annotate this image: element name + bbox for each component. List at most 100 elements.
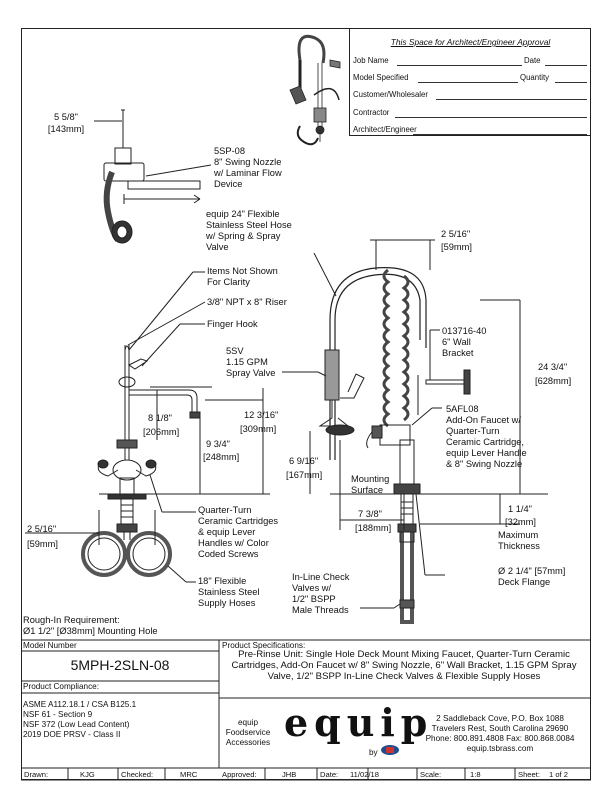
date-line (545, 65, 587, 66)
cartridges-2: Ceramic Cartridges (198, 516, 279, 526)
top-dim: 5 5/8" (54, 112, 78, 122)
address-1: 2 Saddleback Cove, P.O. Box 1088 (436, 714, 564, 723)
customer-line (436, 99, 587, 100)
checked-label: Checked: (121, 770, 154, 779)
addon-5: equip Lever Handle (446, 448, 527, 458)
scale-label: Scale: (420, 770, 442, 779)
max-thickness-2: Thickness (498, 541, 540, 551)
spray-valve-1: 5SV (226, 346, 244, 356)
swing-nozzle-4: Device (214, 179, 243, 189)
items-not-shown-1: Items Not Shown (207, 266, 278, 276)
cartridges-3: & equip Lever (198, 527, 256, 537)
dim-6-9-16-mm: [167mm] (286, 470, 323, 480)
model-number-label: Model Number (23, 641, 77, 650)
wall-bracket-3: Bracket (442, 348, 474, 358)
dim-1-1-4: 1 1/4" (508, 504, 532, 514)
hose-1: equip 24" Flexible (206, 209, 280, 219)
addon-4: Ceramic Cartridge, (446, 437, 525, 447)
right-width-dim: 2 5/16" (441, 229, 471, 239)
swing-nozzle-3: w/ Laminar Flow (214, 168, 282, 178)
dim-8-1-8: 8 1/8" (148, 413, 172, 423)
dim-7-3-8-mm: [188mm] (355, 523, 392, 533)
addon-3: Quarter-Turn (446, 426, 500, 436)
compliance-4: 2019 DOE PRSV - Class II (23, 730, 121, 739)
dim-1-1-4-mm: [32mm] (505, 517, 536, 527)
sheet-label: Sheet: (518, 770, 540, 779)
compliance-label: Product Compliance: (23, 682, 99, 691)
left-elevation (25, 271, 270, 583)
dim-7-3-8: 7 3/8" (358, 509, 382, 519)
drawn-label: Drawn: (24, 770, 49, 779)
right-width-dim-mm: [59mm] (441, 242, 472, 252)
supply-hoses-2: Stainless Steel (198, 587, 260, 597)
approval-title: This Space for Architect/Engineer Approv… (390, 37, 551, 47)
compliance-3: NSF 372 (Low Lead Content) (23, 720, 130, 729)
brand-tagline-1: equip (237, 718, 259, 727)
isometric-thumb (289, 34, 341, 146)
finger-hook-callout: Finger Hook (207, 319, 258, 329)
checked-value: MRC (180, 770, 198, 779)
date-label-tb: Date: (320, 770, 339, 779)
quantity-line (555, 82, 587, 83)
dim-8-1-8-mm: [206mm] (143, 427, 180, 437)
right-elevation (282, 239, 548, 624)
quantity-label: Quantity (520, 73, 550, 82)
specs-text: Pre-Rinse Unit: Single Hole Deck Mount M… (231, 649, 577, 682)
drawn-value: KJG (80, 770, 95, 779)
approved-label: Approved: (222, 770, 257, 779)
dim-12: 12 3/16" (244, 410, 279, 420)
model-number: 5MPH-2SLN-08 (70, 657, 170, 673)
specs-label: Product Specifications: (222, 641, 306, 650)
compliance-1: ASME A112.18.1 / CSA B125.1 (23, 700, 137, 709)
top-dim-mm: [143mm] (47, 124, 85, 134)
dim-12-mm: [309mm] (240, 424, 277, 434)
check-valves-2: Valves w/ (292, 583, 332, 593)
brand-tagline-3: Accessories (225, 738, 271, 747)
riser-callout: 3/8" NPT x 8" Riser (207, 297, 287, 307)
address-2: Travelers Rest, South Carolina 29690 (431, 724, 569, 733)
model-specified-label: Model Specified (353, 73, 409, 82)
model-specified-line (418, 82, 518, 83)
contractor-line (395, 117, 587, 118)
address-4: equip.tsbrass.com (466, 744, 534, 753)
addon-1: 5AFL08 (446, 404, 479, 414)
spray-valve-2: 1.15 GPM (226, 357, 268, 367)
check-valves-3: 1/2" BSPP (292, 594, 336, 604)
job-name-label: Job Name (353, 56, 389, 65)
brand-tagline-2: Foodservice (225, 728, 271, 737)
addon-6: & 8" Swing Nozzle (446, 459, 523, 469)
max-thickness-1: Maximum (498, 530, 539, 540)
wall-bracket-2: 6" Wall (442, 337, 471, 347)
address-3: Phone: 800.891.4808 Fax: 800.868.0084 (425, 734, 575, 743)
height-24: 24 3/4" (538, 362, 568, 372)
height-24-mm: [628mm] (535, 376, 572, 386)
hose-3: w/ Spring & Spray (206, 231, 281, 241)
architect-label: Architect/Engineer (353, 125, 417, 134)
cartridges-4: Handles w/ Color (198, 538, 269, 548)
contractor-label: Contractor (353, 108, 390, 117)
rough-in-1: Rough-In Requirement: (23, 615, 120, 625)
left-width-dim-mm: [59mm] (27, 539, 58, 549)
hose-4: Valve (206, 242, 229, 252)
logo-by: by (369, 748, 378, 757)
cartridges-5: Coded Screws (198, 549, 259, 559)
mounting-surface-2: Surface (351, 485, 384, 495)
scale-value: 1:8 (470, 770, 481, 779)
hose-2: Stainless Steel Hose (206, 220, 292, 230)
date-value: 11/02/18 (350, 770, 379, 779)
deck-flange-2: Deck Flange (498, 577, 551, 587)
cartridges-1: Quarter-Turn (198, 505, 252, 515)
swing-nozzle-1: 5SP-08 (214, 146, 246, 156)
approved-value: JHB (282, 770, 297, 779)
supply-hoses-3: Supply Hoses (198, 598, 256, 608)
top-view (94, 109, 212, 244)
mounting-surface-1: Mounting (351, 474, 390, 484)
check-valves-1: In-Line Check (292, 572, 350, 582)
wall-bracket-1: 013716-40 (442, 326, 487, 336)
equip-logo: equip (284, 700, 434, 745)
job-name-line (397, 65, 522, 66)
dim-9-3-4-mm: [248mm] (203, 452, 240, 462)
check-valves-4: Male Threads (292, 605, 349, 615)
dim-9-3-4: 9 3/4" (206, 439, 230, 449)
